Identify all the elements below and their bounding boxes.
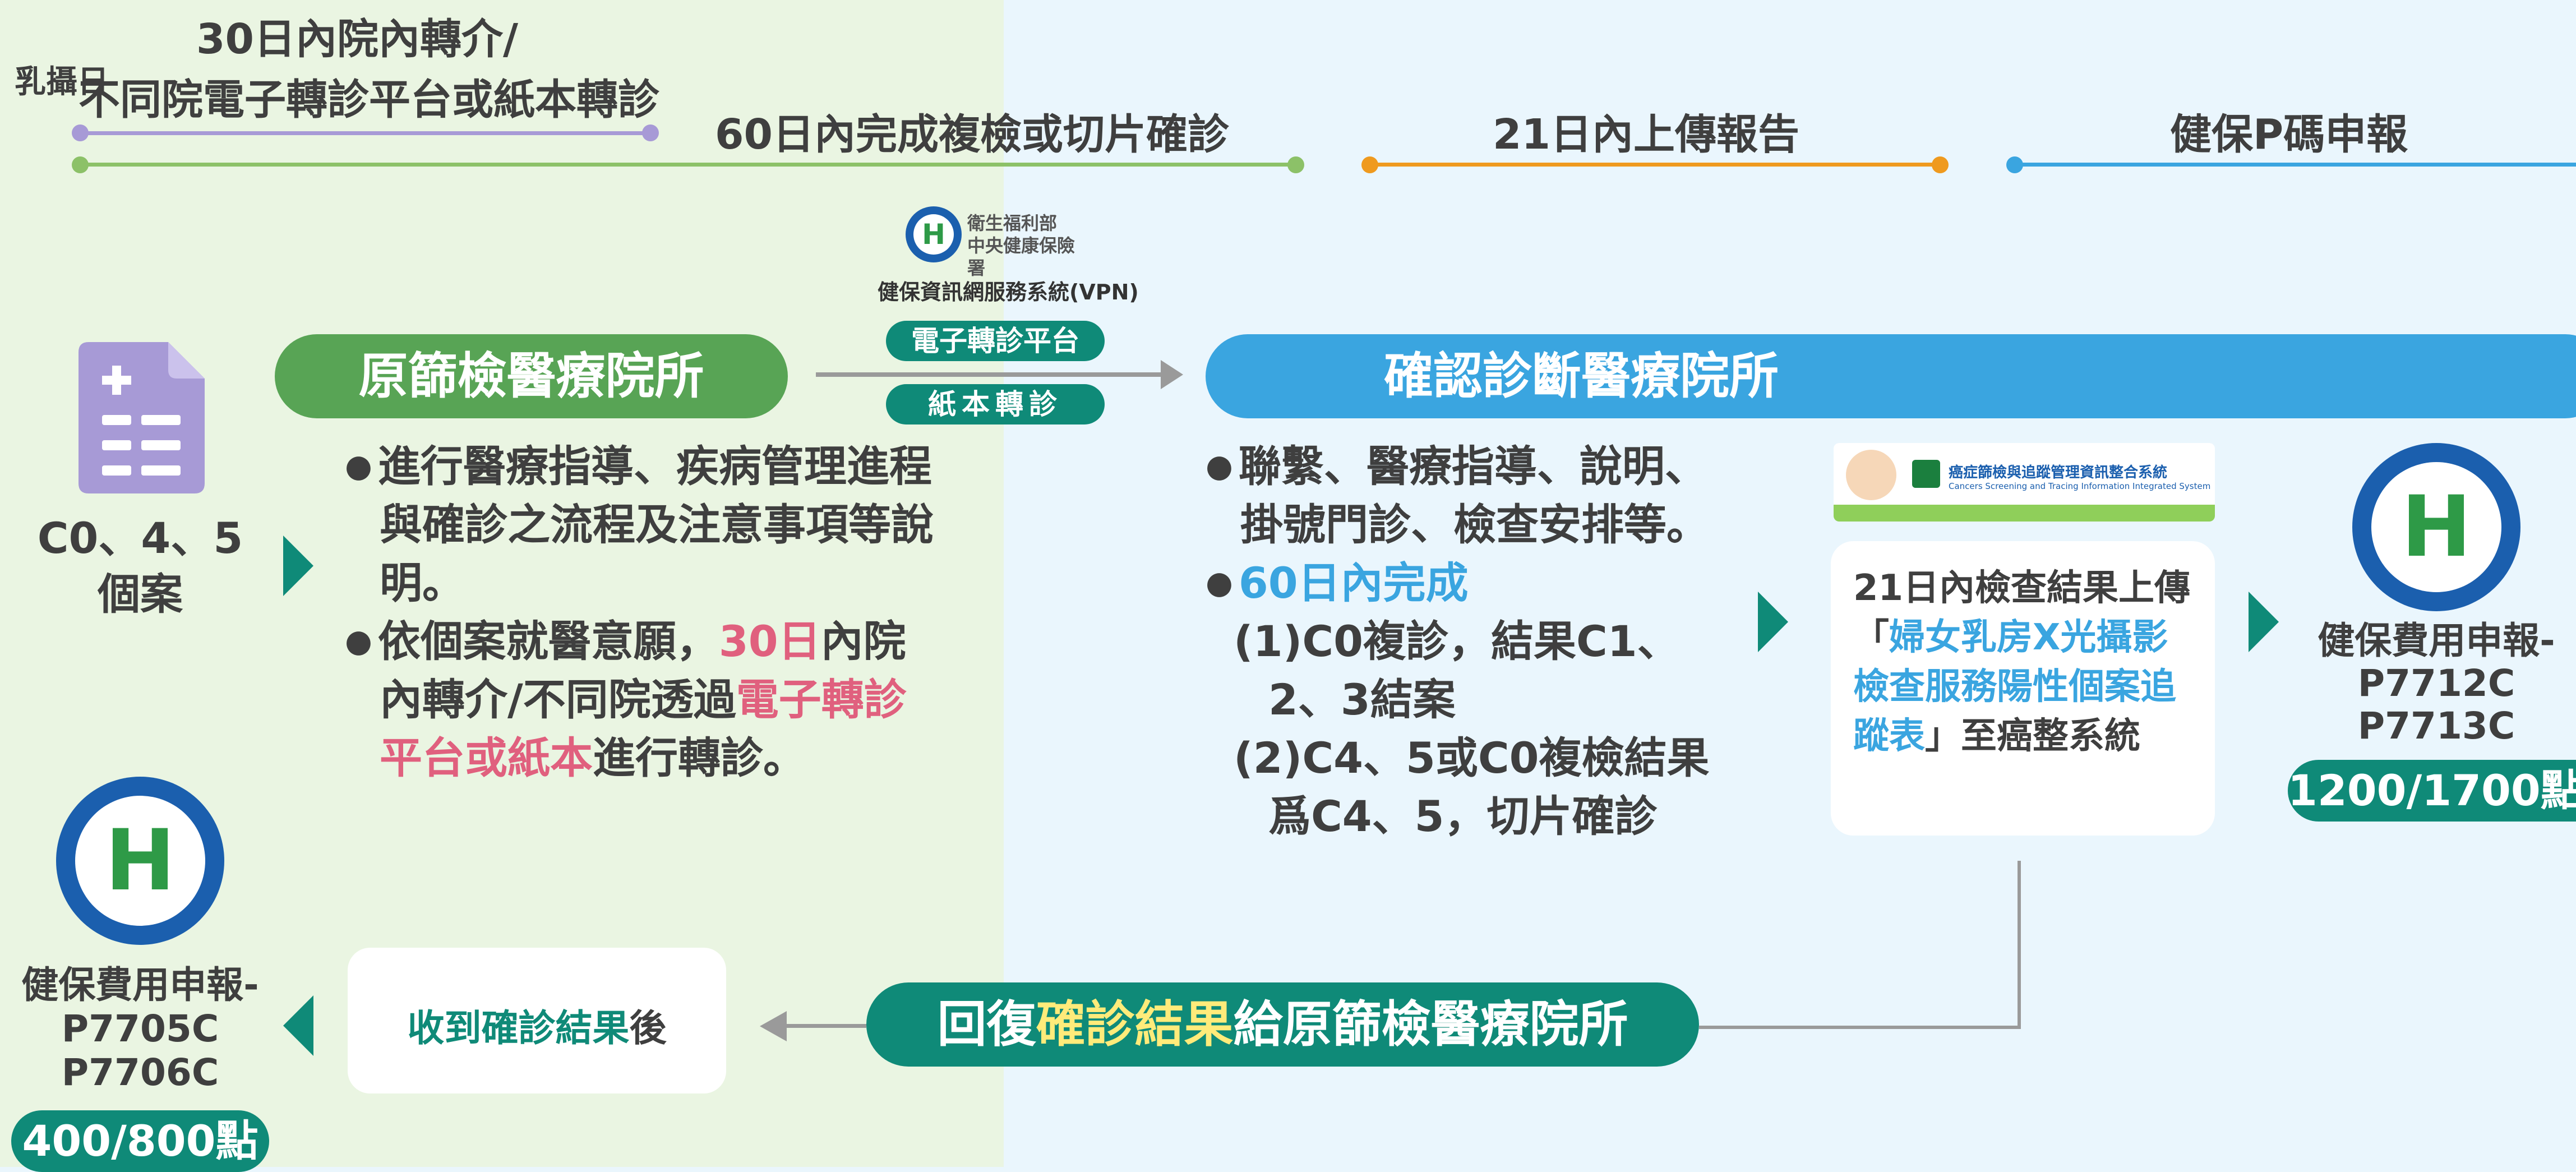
mammo-day-label: 乳攝日	[15, 66, 109, 99]
stage1-label-line1: 30日內院內轉介/	[196, 15, 519, 63]
received-results-card: 收到確診結果後	[348, 948, 726, 1093]
confirm-claim-code-2: P7713C	[2357, 704, 2515, 748]
reply-connector-vertical	[2018, 861, 2021, 1029]
stage2-timeline-line	[79, 163, 1298, 167]
stage4-timeline-line	[2019, 163, 2576, 167]
mohw-nhia-logo: H 衛生福利部 中央健康保險署	[906, 202, 1091, 279]
confirm-bullet-2-title: 60日內完成	[1238, 558, 1469, 608]
confirm-item-1: (1)C0複診，結果C1、2、3結案	[1234, 616, 1680, 725]
reply-text-c: 給原篩檢醫療院所	[1233, 995, 1628, 1053]
confirm-bullet-1-text: 聯繫、醫療指導、說明、掛號門診、檢查安排等。	[1238, 441, 1709, 550]
stage1-end-dot	[642, 124, 659, 141]
stage2-label: 60日內完成複檢或切片確診	[715, 110, 1229, 159]
confirm-claim-label: 健保費用申報-	[2318, 619, 2555, 662]
instructions-to-upload-arrow	[1758, 592, 1788, 652]
origin-bullet-2-text-e: 進行轉診。	[593, 733, 806, 783]
confirm-instructions: ●聯繫、醫療指導、說明、掛號門診、檢查安排等。 ●60日內完成 (1)C0複診，…	[1206, 437, 1733, 846]
origin-hospital-title: 原篩檢醫療院所	[275, 334, 788, 418]
origin-claim-label: 健保費用申報-	[21, 963, 259, 1007]
origin-bullet-2-referral-platform: 電子轉診平台或紙本	[380, 675, 907, 783]
received-text-c: 後	[629, 1007, 667, 1050]
reply-text-a: 回復	[937, 995, 1036, 1053]
confirm-hospital-title-text: 確認診斷醫療院所	[1383, 347, 1779, 405]
confirm-bullet-1: ●聯繫、醫療指導、說明、掛號門診、檢查安排等。	[1206, 441, 1709, 550]
origin-points-badge: 400/800點	[11, 1110, 269, 1172]
doctor-mascot-icon	[1846, 450, 1896, 500]
stage4-label: 健保P碼申報	[2170, 110, 2408, 159]
origin-bullet-1-text: 進行醫療指導、疾病管理進程與確診之流程及注意事項等說明。	[377, 441, 934, 608]
stage3-start-dot	[1361, 156, 1378, 173]
case-label-line1: C0、4、5	[37, 513, 243, 563]
received-text-a: 收到	[407, 1007, 482, 1050]
stage1-timeline-line	[79, 131, 650, 135]
origin-claim-info: 健保費用申報- P7705C P7706C	[11, 963, 269, 1095]
origin-bullet-2: ●依個案就醫意願，30日內院內轉介/不同院透過電子轉診平台或紙本進行轉診。	[345, 616, 907, 783]
received-text-b: 確診結果	[481, 1007, 630, 1050]
confirm-bullet-2: ●60日內完成	[1206, 558, 1469, 608]
referral-arrow-line	[816, 372, 1164, 377]
agency-line-2: 中央健康保險署	[967, 235, 1075, 279]
origin-bullet-2-text-a: 依個案就醫意願，	[377, 616, 719, 666]
upload-text-c: 」至癌整系統	[1925, 716, 2140, 757]
stage1-start-dot	[72, 124, 89, 141]
stage3-end-dot	[1932, 156, 1949, 173]
case-label: C0、4、5 個案	[34, 510, 247, 622]
origin-bullet-2-text-c: 內院內轉介/不同院透過	[380, 616, 906, 725]
upload-text-a: 21日內檢查結果上傳「	[1853, 567, 2191, 658]
stage3-timeline-line	[1368, 163, 1940, 167]
upload-text-form-name: 婦女乳房X光攝影檢查服務陽性個案追蹤表	[1853, 617, 2176, 757]
stage1-label-line2: 不同院電子轉診平台或紙本轉診	[79, 76, 659, 124]
received-results-text: 收到確診結果後	[348, 998, 726, 1052]
right-panel-background	[1004, 0, 2576, 1167]
upload-to-claim-arrow	[2249, 592, 2279, 652]
origin-instructions: ●進行醫療指導、疾病管理進程與確診之流程及注意事項等說明。 ●依個案就醫意願，3…	[345, 437, 939, 787]
stage2-end-dot	[1287, 156, 1304, 173]
reply-arrow-line	[785, 1024, 866, 1028]
mohw-mark-icon	[1912, 460, 1940, 488]
stage2-start-dot	[72, 156, 89, 173]
reply-arrow-head	[760, 1011, 787, 1041]
confirm-claim-code-1: P7712C	[2357, 662, 2515, 705]
origin-claim-code-1: P7705C	[61, 1007, 219, 1050]
cancer-system-title: 癌症篩檢與追蹤管理資訊整合系統	[1949, 464, 2168, 481]
origin-claim-code-2: P7706C	[61, 1051, 219, 1094]
nhi-logo-left: H	[56, 777, 224, 945]
case-label-line2: 個案	[98, 569, 183, 619]
upload-report-card: 21日內檢查結果上傳「婦女乳房X光攝影檢查服務陽性個案追蹤表」至癌整系統	[1831, 541, 2215, 836]
origin-bullet-1: ●進行醫療指導、疾病管理進程與確診之流程及注意事項等說明。	[345, 441, 934, 608]
ereferral-platform-badge: 電子轉診平台	[886, 321, 1105, 361]
vpn-label: 健保資訊網服務系統(VPN)	[878, 280, 1139, 304]
received-to-claim-arrow	[283, 995, 313, 1056]
cancer-system-subtitle: Cancers Screening and Tracing Informatio…	[1949, 481, 2211, 491]
confirm-hospital-title: 確認診斷醫療院所	[1206, 334, 2576, 418]
confirm-claim-info: 健保費用申報- P7712C P7713C	[2305, 620, 2568, 748]
reply-results-pill: 回復確診結果給原篩檢醫療院所	[866, 982, 1699, 1067]
origin-bullet-2-30days: 30日	[718, 616, 821, 666]
stage4-start-dot	[2006, 156, 2023, 173]
case-to-origin-arrow	[283, 536, 313, 596]
paper-referral-badge: 紙本轉診	[886, 384, 1105, 424]
stage3-label: 21日內上傳報告	[1493, 110, 1799, 159]
reply-text-results: 確診結果	[1036, 995, 1234, 1053]
nhi-logo-right: H	[2352, 443, 2520, 611]
confirm-item-2: (2)C4、5或C0複檢結果爲C4、5，切片確診	[1234, 733, 1710, 841]
referral-arrow-head	[1161, 360, 1183, 389]
cancer-system-banner: 癌症篩檢與追蹤管理資訊整合系統 Cancers Screening and Tr…	[1834, 443, 2215, 522]
reply-connector-horizontal	[1699, 1026, 2021, 1029]
upload-report-text: 21日內檢查結果上傳「婦女乳房X光攝影檢查服務陽性個案追蹤表」至癌整系統	[1853, 564, 2195, 761]
agency-line-1: 衛生福利部	[967, 213, 1058, 234]
medical-document-icon	[79, 342, 205, 493]
confirm-points-badge: 1200/1700點	[2288, 760, 2576, 822]
